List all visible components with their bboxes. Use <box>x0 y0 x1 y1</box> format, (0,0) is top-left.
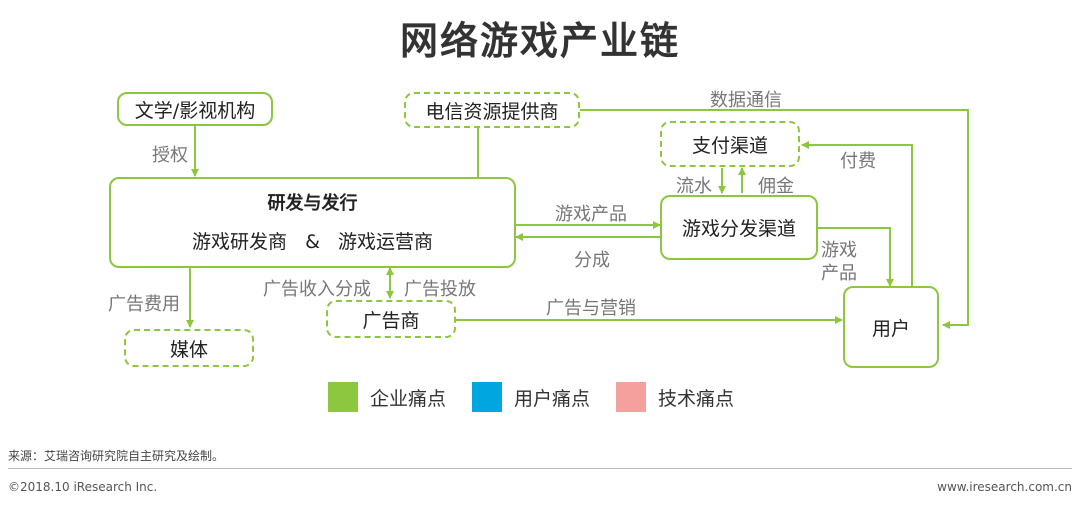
legend-label-enterprise: 企业痛点 <box>370 387 447 410</box>
legend-swatch-enterprise <box>328 382 358 412</box>
rd-roles: 游戏研发商 & 游戏运营商 <box>111 227 514 254</box>
label-ad-placement: 广告投放 <box>404 279 476 300</box>
node-ip-institutions: 文学/影视机构 <box>117 92 273 126</box>
legend-user: 用户痛点 <box>472 382 590 412</box>
node-advertiser: 广告商 <box>326 300 456 338</box>
legend-label-user: 用户痛点 <box>514 387 591 410</box>
node-telecom-label: 电信资源提供商 <box>425 100 559 123</box>
footer-website: www.iresearch.com.cn <box>937 480 1072 494</box>
footer-divider <box>8 468 1072 469</box>
edge-user-to-payment <box>801 141 913 287</box>
node-payment-label: 支付渠道 <box>691 134 768 157</box>
node-user: 用户 <box>843 286 939 368</box>
rd-ampersand: & <box>305 231 320 253</box>
page-title: 网络游戏产业链 <box>399 19 680 63</box>
legend-swatch-tech <box>616 382 646 412</box>
label-revenue-share: 分成 <box>574 250 610 271</box>
label-ad-fee: 广告费用 <box>108 294 180 315</box>
legend-enterprise: 企业痛点 <box>328 382 446 412</box>
label-ad-income-share: 广告收入分成 <box>263 279 371 300</box>
label-game-product-user-2: 产品 <box>821 263 857 284</box>
node-rd-publishing: 研发与发行 游戏研发商 & 游戏运营商 <box>109 177 516 268</box>
label-game-product-user-1: 游戏 <box>821 240 857 261</box>
node-advertiser-label: 广告商 <box>362 309 420 332</box>
node-payment-channel: 支付渠道 <box>660 121 800 167</box>
footer-copyright: ©2018.10 iResearch Inc. <box>8 480 158 494</box>
label-authorize: 授权 <box>152 145 188 166</box>
label-pay: 付费 <box>840 151 876 172</box>
edge-telecom-to-user <box>580 109 969 329</box>
label-data-communication: 数据通信 <box>710 90 782 111</box>
node-media: 媒体 <box>124 329 254 367</box>
label-ads-marketing: 广告与营销 <box>546 298 636 319</box>
legend-label-tech: 技术痛点 <box>658 387 735 410</box>
legend-tech: 技术痛点 <box>616 382 734 412</box>
footer-source: 来源：艾瑞咨询研究院自主研究及绘制。 <box>8 449 225 463</box>
legend-swatch-user <box>472 382 502 412</box>
rd-developer: 游戏研发商 <box>192 231 288 253</box>
node-ip-label: 文学/影视机构 <box>134 99 256 122</box>
rd-title: 研发与发行 <box>267 193 358 214</box>
label-game-product: 游戏产品 <box>555 204 627 225</box>
label-flow: 流水 <box>676 176 712 197</box>
node-telecom-provider: 电信资源提供商 <box>404 92 580 128</box>
node-distribution-label: 游戏分发渠道 <box>681 218 796 240</box>
rd-operator: 游戏运营商 <box>337 231 433 253</box>
node-distribution-channel: 游戏分发渠道 <box>660 195 818 260</box>
node-media-label: 媒体 <box>169 338 208 361</box>
node-user-label: 用户 <box>871 317 910 340</box>
label-commission: 佣金 <box>758 176 794 197</box>
edge-dist-to-user <box>818 227 894 287</box>
